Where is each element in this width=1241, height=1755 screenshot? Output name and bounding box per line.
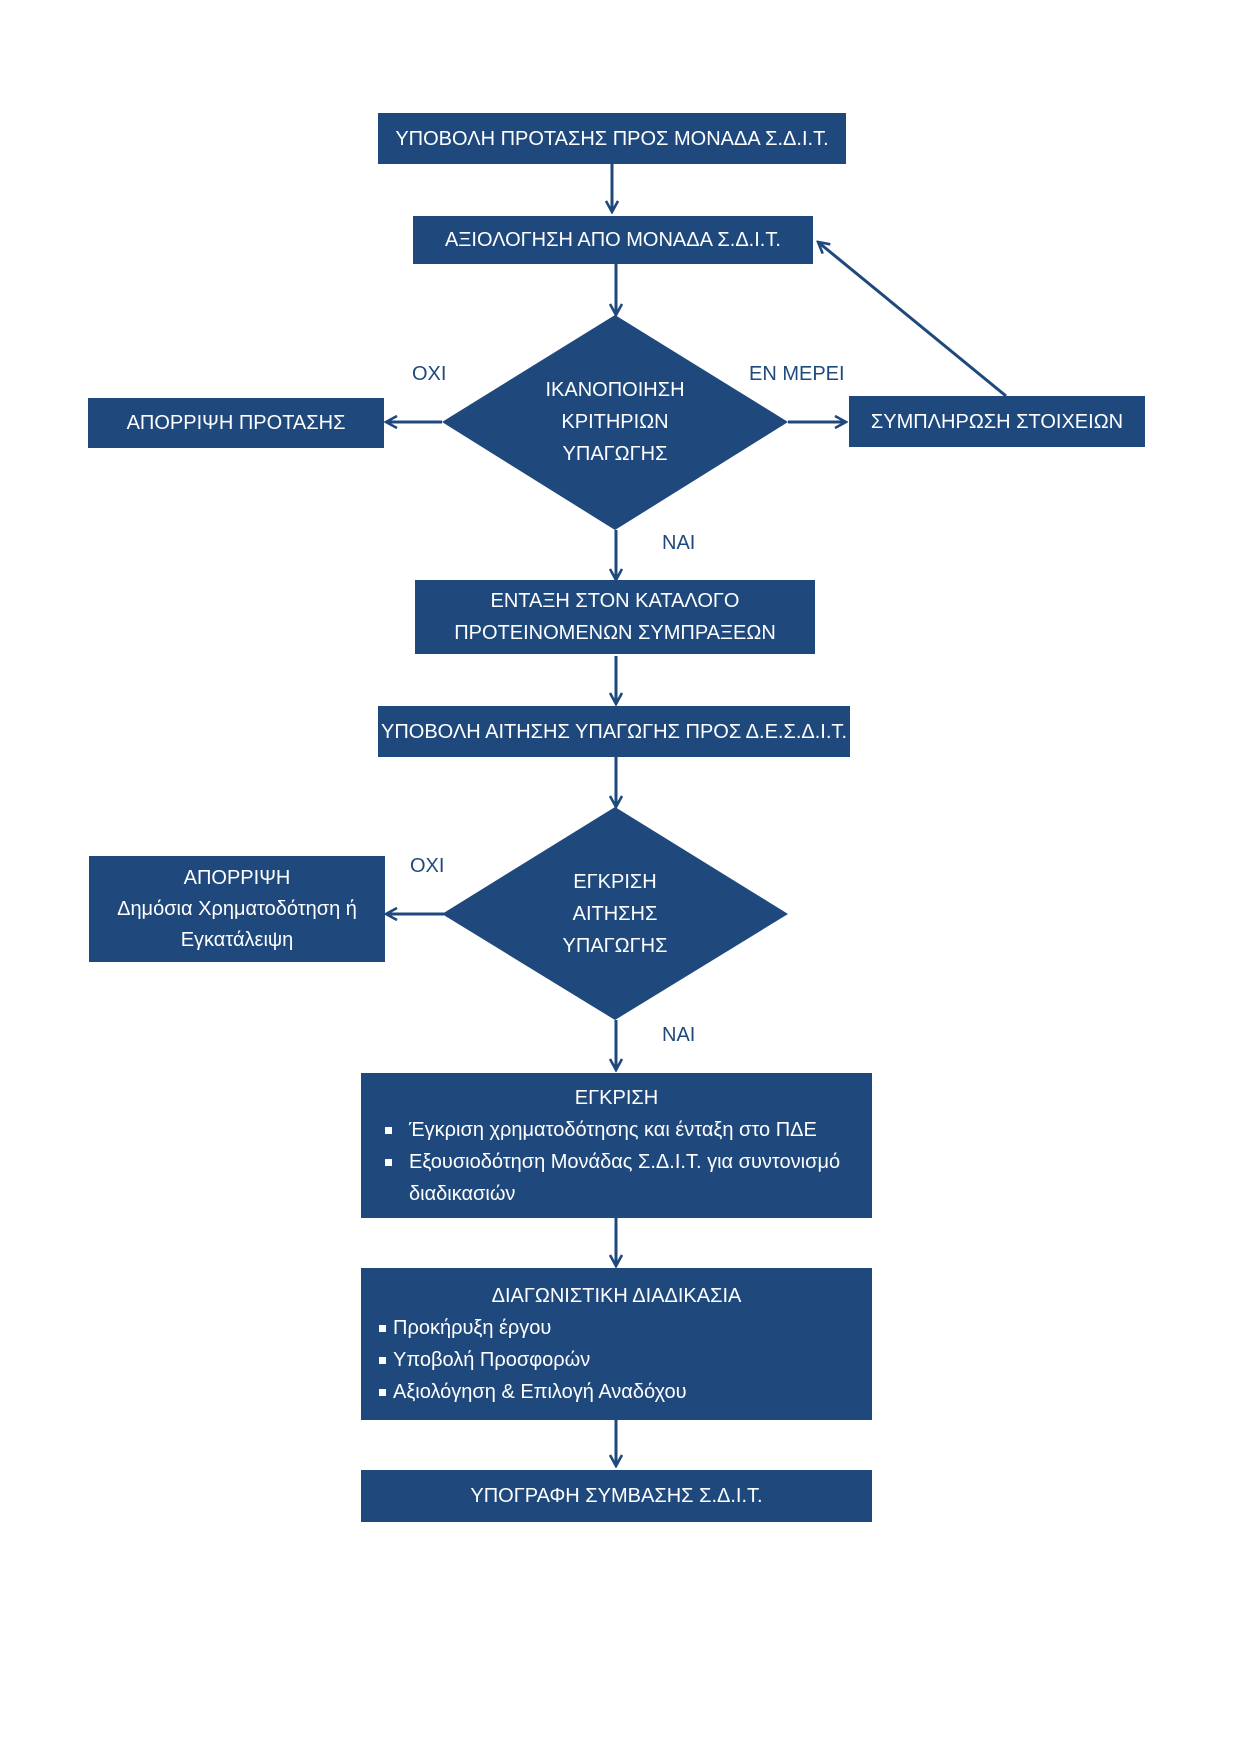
tender-item-offers: Υποβολή Προσφορών (379, 1344, 854, 1376)
reject-funding-line-3: Εγκατάλειψη (180, 928, 294, 951)
submit-proposal-text: ΥΠΟΒΟΛΗ ΠΡΟΤΑΣΗΣ ΠΡΟΣ ΜΟΝΑΔΑ Σ.Δ.Ι.Τ. (395, 127, 829, 150)
reject-funding-line-1: ΑΠΟΡΡΙΨΗ (183, 866, 291, 889)
label-partial: ΕΝ ΜΕΡΕΙ (749, 363, 845, 385)
reject-funding-box: ΑΠΟΡΡΙΨΗ Δημόσια Χρηματοδότηση ή Εγκατάλ… (89, 856, 385, 962)
grant-title: ΕΓΚΡΙΣΗ (574, 1086, 659, 1109)
submit-application-text: ΥΠΟΒΟΛΗ ΑΙΤΗΣΗΣ ΥΠΑΓΩΓΗΣ ΠΡΟΣ Δ.Ε.Σ.Δ.Ι.… (380, 720, 847, 743)
tender-item-announcement: Προκήρυξη έργου (379, 1312, 854, 1344)
tender-item-selection: Αξιολόγηση & Επιλογή Αναδόχου (379, 1376, 854, 1408)
tender-title: ΔΙΑΓΩΝΙΣΤΙΚΗ ΔΙΑΔΙΚΑΣΙΑ (491, 1285, 742, 1307)
submit-proposal-box: ΥΠΟΒΟΛΗ ΠΡΟΤΑΣΗΣ ΠΡΟΣ ΜΟΝΑΔΑ Σ.Δ.Ι.Τ. (378, 113, 846, 164)
evaluation-box: ΑΞΙΟΛΟΓΗΣΗ ΑΠΟ ΜΟΝΑΔΑ Σ.Δ.Ι.Τ. (413, 216, 813, 264)
grant-item-funding: Έγκριση χρηματοδότησης και ένταξη στο ΠΔ… (379, 1114, 854, 1146)
catalog-line-2: ΠΡΟΤΕΙΝΟΜΕΝΩΝ ΣΥΜΠΡΑΞΕΩΝ (454, 622, 776, 644)
grant-box: ΕΓΚΡΙΣΗ Έγκριση χρηματοδότησης και ένταξ… (361, 1073, 872, 1218)
decision-approval-diamond (442, 807, 788, 1020)
catalog-line-1: ΕΝΤΑΞΗ ΣΤΟΝ ΚΑΤΑΛΟΓΟ (490, 590, 740, 612)
catalog-box: ΕΝΤΑΞΗ ΣΤΟΝ ΚΑΤΑΛΟΓΟ ΠΡΟΤΕΙΝΟΜΕΝΩΝ ΣΥΜΠΡ… (415, 580, 815, 654)
submit-application-box: ΥΠΟΒΟΛΗ ΑΙΤΗΣΗΣ ΥΠΑΓΩΓΗΣ ΠΡΟΣ Δ.Ε.Σ.Δ.Ι.… (378, 706, 850, 757)
tender-box: ΔΙΑΓΩΝΙΣΤΙΚΗ ΔΙΑΔΙΚΑΣΙΑ Προκήρυξη έργου … (361, 1268, 872, 1420)
reject-proposal-text: ΑΠΟΡΡΙΨΗ ΠΡΟΤΑΣΗΣ (126, 412, 346, 434)
criteria-line-2: ΚΡΙΤΗΡΙΩΝ (561, 411, 669, 433)
label-no-1: ΟΧΙ (412, 363, 447, 385)
label-no-2: ΟΧΙ (410, 855, 445, 877)
grant-item-authorization: Εξουσιοδότηση Μονάδας Σ.Δ.Ι.Τ. για συντο… (379, 1146, 854, 1210)
label-yes-2: ΝΑΙ (662, 1024, 696, 1046)
criteria-line-3: ΥΠΑΓΩΓΗΣ (562, 443, 668, 465)
tender-list: Προκήρυξη έργου Υποβολή Προσφορών Αξιολό… (379, 1312, 854, 1408)
evaluation-text: ΑΞΙΟΛΟΓΗΣΗ ΑΠΟ ΜΟΝΑΔΑ Σ.Δ.Ι.Τ. (445, 229, 781, 251)
complete-data-box: ΣΥΜΠΛΗΡΩΣΗ ΣΤΟΙΧΕΙΩΝ (849, 396, 1145, 447)
decision-criteria-diamond (442, 315, 788, 530)
contract-text: ΥΠΟΓΡΑΦΗ ΣΥΜΒΑΣΗΣ Σ.Δ.Ι.Τ. (470, 1485, 763, 1507)
approval-line-2: ΑΙΤΗΣΗΣ (572, 903, 658, 925)
criteria-line-1: ΙΚΑΝΟΠΟΙΗΣΗ (545, 379, 685, 401)
reject-proposal-box: ΑΠΟΡΡΙΨΗ ΠΡΟΤΑΣΗΣ (88, 398, 384, 448)
complete-data-text: ΣΥΜΠΛΗΡΩΣΗ ΣΤΟΙΧΕΙΩΝ (870, 410, 1124, 433)
approval-line-3: ΥΠΑΓΩΓΗΣ (562, 935, 668, 957)
reject-funding-line-2: Δημόσια Χρηματοδότηση ή (117, 897, 357, 920)
label-yes-1: ΝΑΙ (662, 532, 696, 554)
approval-decision-text: ΕΓΚΡΙΣΗ ΑΙΤΗΣΗΣ ΥΠΑΓΩΓΗΣ (500, 864, 730, 964)
arrow-complete-to-evaluation (818, 242, 1007, 398)
approval-line-1: ΕΓΚΡΙΣΗ (573, 871, 657, 893)
grant-list: Έγκριση χρηματοδότησης και ένταξη στο ΠΔ… (379, 1114, 854, 1210)
criteria-decision-text: ΙΚΑΝΟΠΟΙΗΣΗ ΚΡΙΤΗΡΙΩΝ ΥΠΑΓΩΓΗΣ (500, 372, 730, 472)
contract-box: ΥΠΟΓΡΑΦΗ ΣΥΜΒΑΣΗΣ Σ.Δ.Ι.Τ. (361, 1470, 872, 1522)
